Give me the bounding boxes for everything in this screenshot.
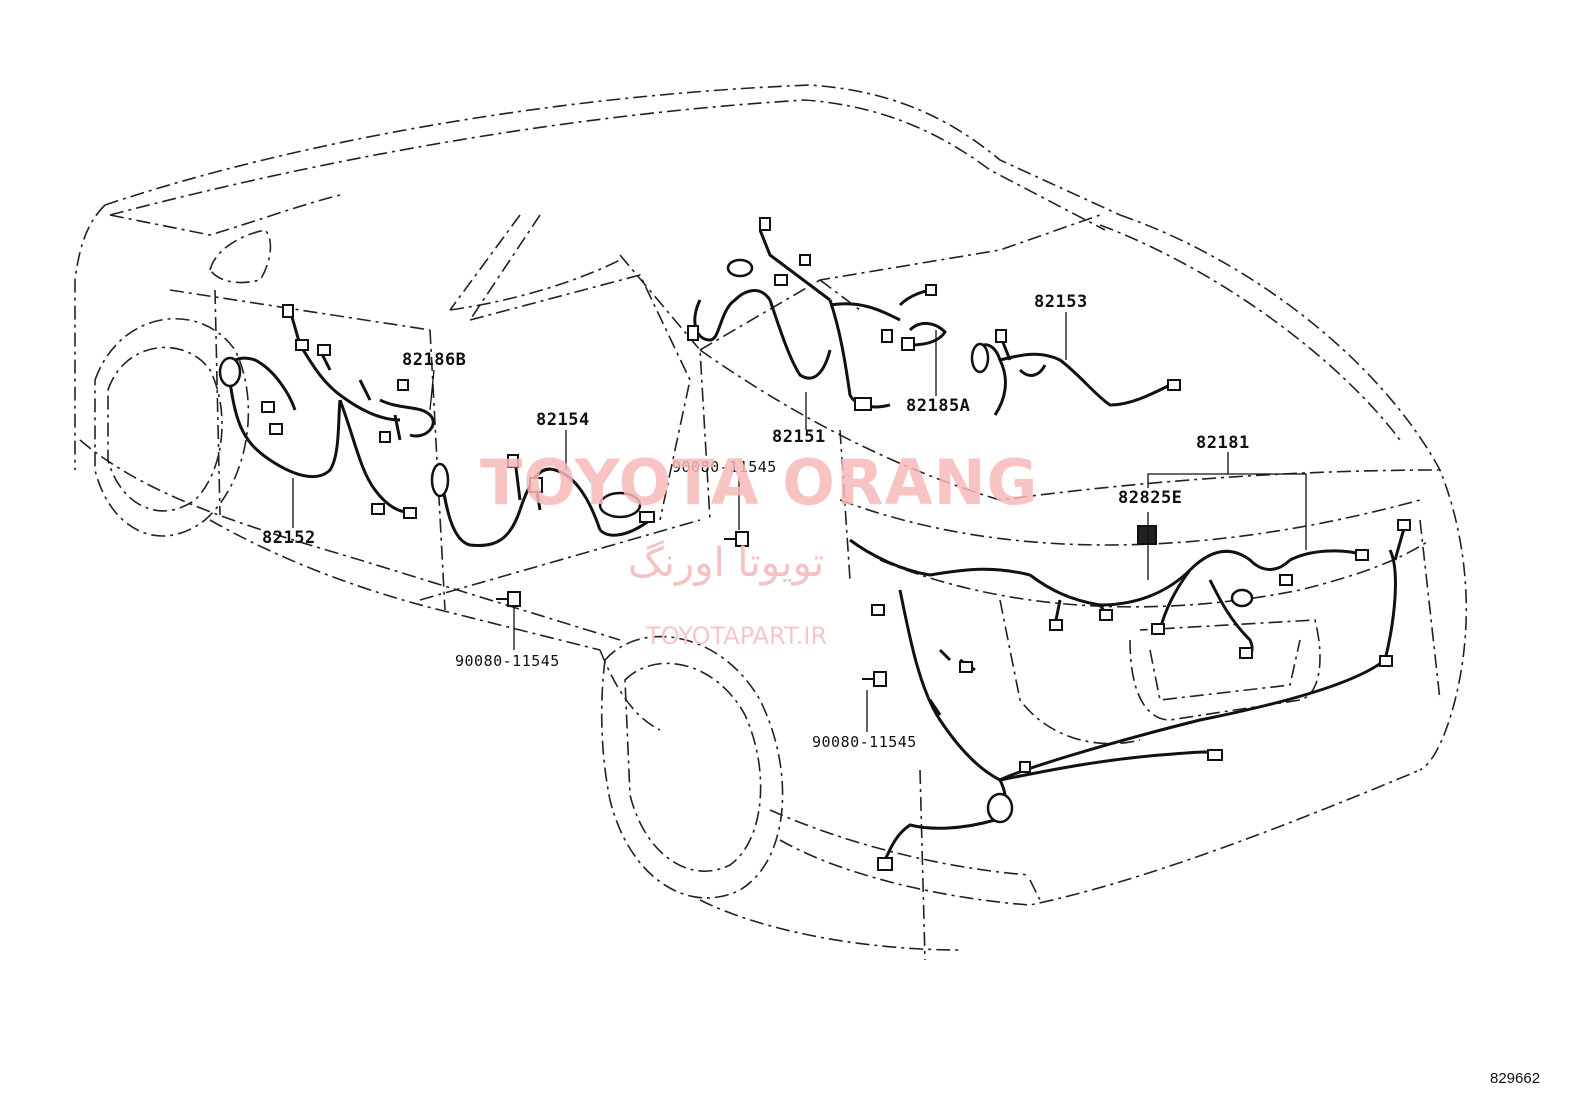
part-label-82154: 82154 xyxy=(536,410,590,430)
part-label-82181: 82181 xyxy=(1196,433,1250,453)
bolt-label-front: 90080-11545 xyxy=(455,652,560,670)
part-label-82185a: 82185A xyxy=(906,396,971,416)
connectors xyxy=(261,217,1411,871)
watermark-brand: TOYOTA ORANG xyxy=(480,446,1039,519)
part-label-82153: 82153 xyxy=(1034,292,1088,312)
watermark-brand-fa: تویوتا اورنگ xyxy=(628,540,825,586)
diagram-id: 829662 xyxy=(1490,1070,1541,1087)
grommets xyxy=(218,258,1254,824)
car-body-outline xyxy=(74,84,1468,961)
part-label-82151: 82151 xyxy=(772,427,826,447)
part-label-82186b: 82186B xyxy=(402,350,467,370)
bolt-label-rear: 90080-11545 xyxy=(812,733,917,751)
part-label-82825e: 82825E xyxy=(1118,488,1183,508)
leader-lines xyxy=(292,312,1307,732)
bolt-label-door: 90080-11545 xyxy=(672,458,777,476)
part-label-82152: 82152 xyxy=(262,528,316,548)
bolts xyxy=(496,531,887,687)
watermark-url: TOYOTAPART.IR xyxy=(646,622,828,650)
